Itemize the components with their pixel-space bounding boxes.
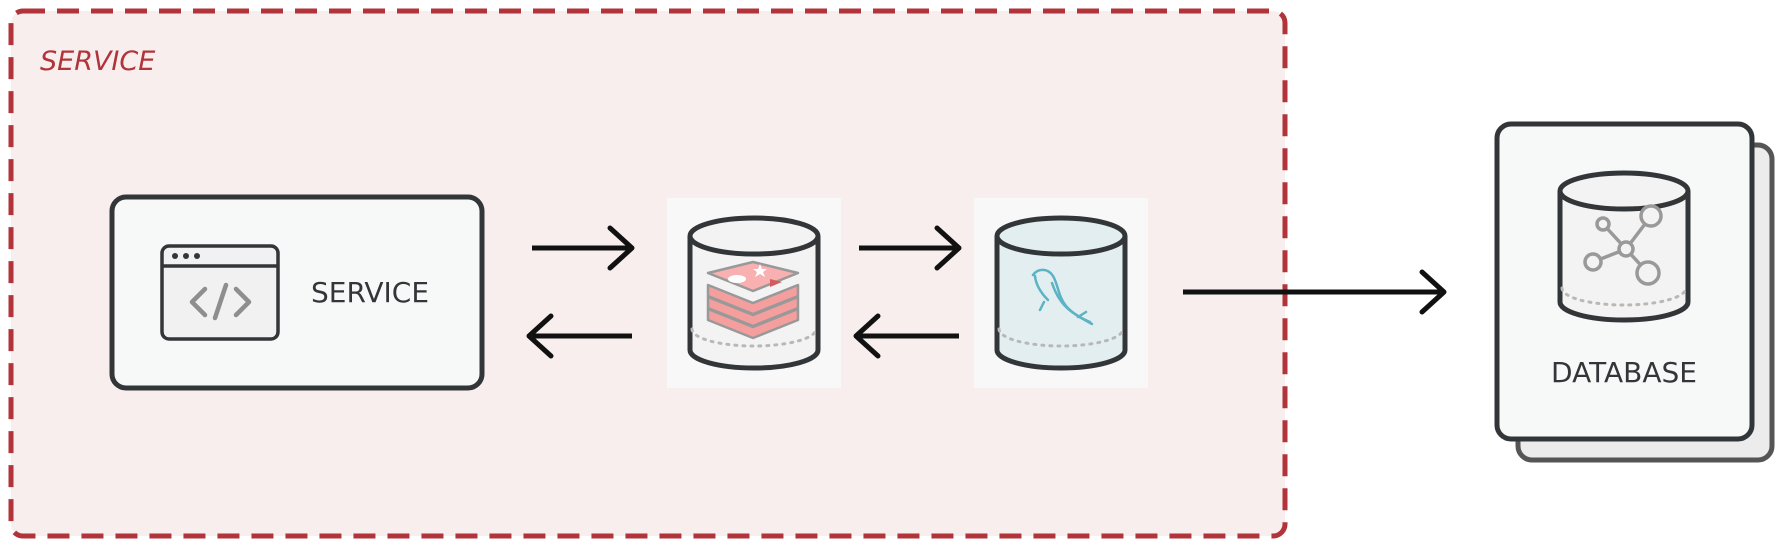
database-node-label: DATABASE [1551, 356, 1697, 389]
service-group-label: SERVICE [40, 46, 155, 77]
database-node[interactable]: DATABASE [1494, 121, 1775, 463]
arrow-cache-to-mysql [859, 225, 962, 271]
arrow-service-to-database [1183, 269, 1447, 315]
service-group-boundary [8, 8, 1288, 539]
arrow-service-to-cache [532, 225, 635, 271]
redis-cache-node[interactable] [667, 198, 841, 388]
arrow-mysql-to-cache [853, 313, 959, 359]
service-node[interactable]: SERVICE [109, 194, 485, 391]
graph-database-icon [1583, 204, 1663, 286]
redis-icon [706, 260, 800, 340]
arrow-cache-to-service [526, 313, 632, 359]
mysql-node[interactable] [974, 198, 1148, 388]
service-node-label: SERVICE [311, 276, 429, 309]
mysql-dolphin-icon [1031, 268, 1094, 326]
code-window-icon [160, 244, 280, 341]
